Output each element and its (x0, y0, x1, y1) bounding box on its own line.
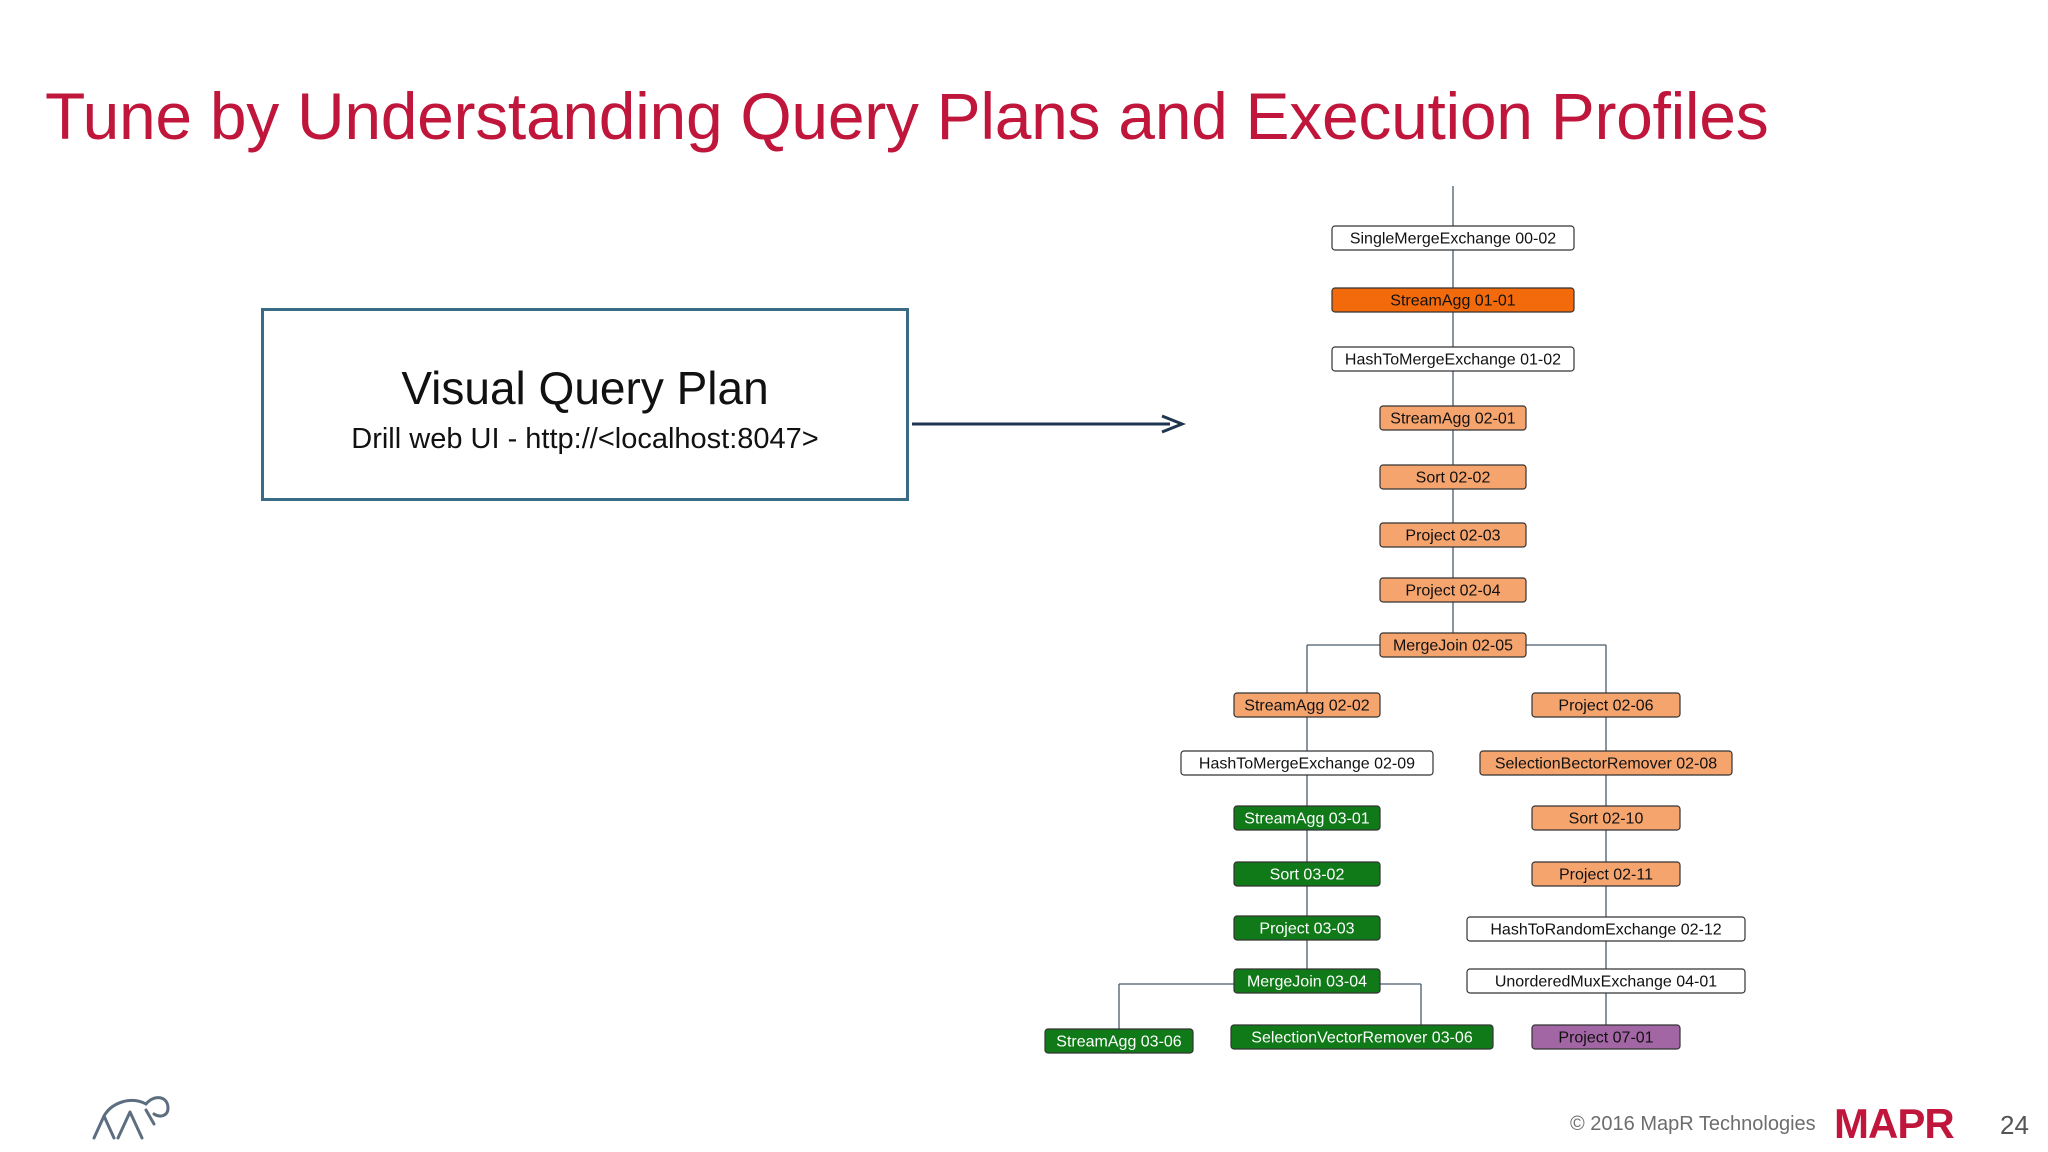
plan-edges (912, 186, 1607, 1041)
plan-node: Project 07-01 (1531, 1024, 1681, 1050)
plan-node-label: StreamAgg 02-01 (1390, 411, 1516, 428)
footer-copyright: © 2016 MapR Technologies (1570, 1113, 1816, 1135)
plan-node: StreamAgg 02-02 (1233, 692, 1381, 718)
plan-node-label: Sort 03-02 (1270, 867, 1345, 884)
plan-node-label: Sort 02-02 (1416, 470, 1491, 487)
plan-node: Project 02-03 (1379, 522, 1527, 548)
plan-node-label: HashToMergeExchange 02-09 (1199, 756, 1415, 773)
plan-node-label: MergeJoin 03-04 (1247, 974, 1367, 991)
plan-node-box (1531, 805, 1681, 831)
plan-node-box (1531, 1024, 1681, 1050)
plan-node-box (1466, 968, 1746, 994)
plan-node-box (1379, 405, 1527, 431)
plan-node-label: UnorderedMuxExchange 04-01 (1495, 974, 1717, 991)
plan-node: Sort 02-02 (1379, 464, 1527, 490)
callout-box: Visual Query Plan Drill web UI - http://… (261, 308, 909, 501)
plan-node-box (1180, 750, 1434, 776)
plan-node: HashToMergeExchange 02-09 (1180, 750, 1434, 776)
plan-node: SelectionVectorRemover 03-06 (1230, 1024, 1494, 1050)
plan-node-box (1233, 692, 1381, 718)
plan-node-label: StreamAgg 01-01 (1390, 293, 1516, 310)
plan-node-box (1331, 287, 1575, 313)
plan-node: MergeJoin 03-04 (1233, 968, 1381, 994)
plan-node-label: StreamAgg 03-01 (1244, 811, 1370, 828)
plan-node-label: Project 07-01 (1558, 1030, 1653, 1047)
plan-node-label: SingleMergeExchange 00-02 (1350, 231, 1556, 248)
plan-node-label: Project 03-03 (1259, 921, 1354, 938)
plan-node-box (1233, 968, 1381, 994)
callout-arrow-head-icon (1161, 414, 1187, 434)
plan-node-box (1531, 692, 1681, 718)
plan-node-box (1230, 1024, 1494, 1050)
plan-node-label: Project 02-04 (1405, 583, 1500, 600)
plan-node: HashToRandomExchange 02-12 (1466, 916, 1746, 942)
plan-node: Sort 03-02 (1233, 861, 1381, 887)
plan-node: SingleMergeExchange 00-02 (1331, 225, 1575, 251)
plan-node-box (1233, 915, 1381, 941)
plan-node-box (1331, 225, 1575, 251)
mapr-brand-logo: MAPR (1834, 1100, 1955, 1147)
callout-subtext: Drill web UI - http://<localhost:8047> (351, 423, 819, 455)
plan-node: Project 03-03 (1233, 915, 1381, 941)
mapr-elephant-logo-icon (92, 1096, 170, 1140)
plan-node: StreamAgg 02-01 (1379, 405, 1527, 431)
plan-node-label: MergeJoin 02-05 (1393, 638, 1513, 655)
plan-node: StreamAgg 01-01 (1331, 287, 1575, 313)
callout-heading: Visual Query Plan (401, 362, 769, 414)
plan-node-box (1379, 632, 1527, 658)
plan-node-box (1044, 1028, 1194, 1054)
plan-node-box (1379, 522, 1527, 548)
plan-node-label: StreamAgg 02-02 (1244, 698, 1370, 715)
plan-node-label: Project 02-06 (1558, 698, 1653, 715)
plan-node-label: Sort 02-10 (1569, 811, 1644, 828)
plan-node-box (1233, 861, 1381, 887)
plan-node: StreamAgg 03-06 (1044, 1028, 1194, 1054)
slide-title: Tune by Understanding Query Plans and Ex… (45, 79, 1769, 153)
plan-node-box (1331, 346, 1575, 372)
plan-node-label: SelectionBectorRemover 02-08 (1495, 756, 1717, 773)
plan-node: HashToMergeExchange 01-02 (1331, 346, 1575, 372)
plan-node: Project 02-06 (1531, 692, 1681, 718)
plan-node: Sort 02-10 (1531, 805, 1681, 831)
plan-node-label: StreamAgg 03-06 (1056, 1034, 1182, 1051)
plan-node-box (1466, 916, 1746, 942)
plan-node-box (1379, 464, 1527, 490)
page-number: 24 (2000, 1110, 2029, 1140)
plan-node-box (1479, 750, 1733, 776)
plan-node-label: HashToRandomExchange 02-12 (1490, 922, 1721, 939)
plan-node-label: SelectionVectorRemover 03-06 (1251, 1030, 1473, 1047)
plan-node-box (1531, 861, 1681, 887)
plan-node: Project 02-11 (1531, 861, 1681, 887)
plan-node: SelectionBectorRemover 02-08 (1479, 750, 1733, 776)
plan-node: MergeJoin 02-05 (1379, 632, 1527, 658)
plan-node-box (1379, 577, 1527, 603)
plan-node-box (1233, 805, 1381, 831)
plan-node-label: Project 02-03 (1405, 528, 1500, 545)
plan-node-label: Project 02-11 (1559, 867, 1653, 884)
plan-node: StreamAgg 03-01 (1233, 805, 1381, 831)
plan-node: UnorderedMuxExchange 04-01 (1466, 968, 1746, 994)
plan-node-label: HashToMergeExchange 01-02 (1345, 352, 1561, 369)
plan-node: Project 02-04 (1379, 577, 1527, 603)
